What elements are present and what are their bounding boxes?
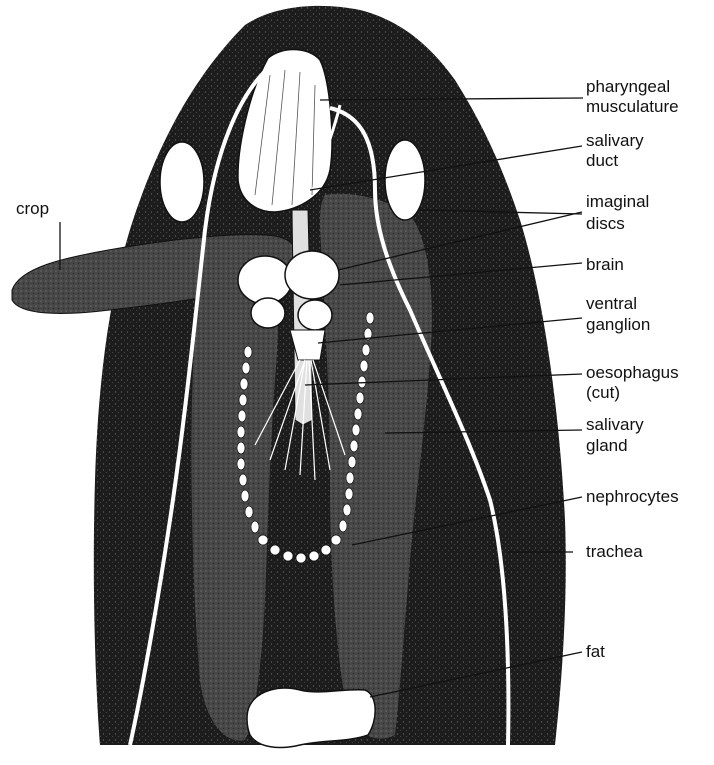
label-ventral-ganglion-line2: ganglion — [586, 315, 650, 334]
label-imaginal-discs-line2: discs — [586, 214, 625, 233]
label-fat: fat — [586, 642, 605, 661]
label-salivary-duct-line2: duct — [586, 151, 618, 170]
label-salivary-gland-line1: salivary — [586, 415, 644, 434]
fat-body — [247, 688, 375, 747]
label-pharyngeal-line2: musculature — [586, 97, 679, 116]
label-oesophagus-line1: oesophagus — [586, 363, 679, 382]
imaginal-disc-left — [160, 142, 204, 222]
label-imaginal-discs-line1: imaginal — [586, 192, 649, 211]
label-crop: crop — [16, 199, 49, 218]
label-pharyngeal-line1: pharyngeal — [586, 77, 670, 96]
label-oesophagus-line2: (cut) — [586, 383, 620, 402]
label-salivary-gland-line2: gland — [586, 436, 628, 455]
label-ventral-ganglion-line1: ventral — [586, 294, 637, 313]
label-trachea: trachea — [586, 542, 643, 561]
label-brain: brain — [586, 255, 624, 274]
label-salivary-duct-line1: salivary — [586, 131, 644, 150]
imaginal-disc-right — [385, 140, 425, 220]
label-nephrocytes: nephrocytes — [586, 487, 679, 506]
